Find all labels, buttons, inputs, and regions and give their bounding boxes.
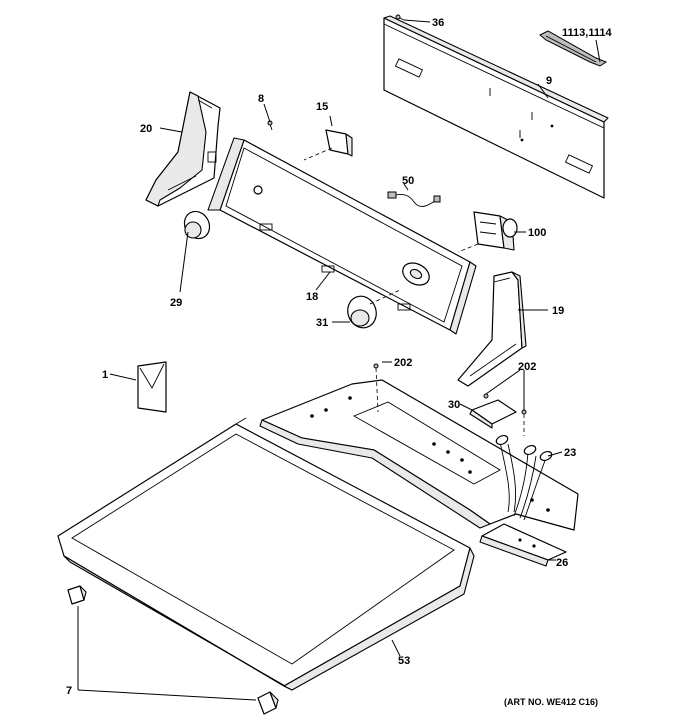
rear-panel [383,15,609,199]
knob-31 [347,289,401,329]
timer-100 [457,211,518,253]
callout-1113-1114: 1113,1114 [562,27,612,39]
leader-lines [77,19,601,701]
foot-7-rear [257,691,279,715]
callout-36: 36 [432,17,444,29]
callout-7: 7 [66,685,72,697]
control-panel [207,137,477,335]
callout-15: 15 [316,101,328,113]
bracket-26 [479,523,567,567]
harness-50 [387,191,441,207]
bracket-1113 [539,30,608,67]
callout-202-b: 202 [518,361,536,373]
callout-19: 19 [552,305,564,317]
foot-7-front [67,585,87,605]
callout-50: 50 [402,175,414,187]
switch-15 [303,129,353,161]
callout-20: 20 [140,123,152,135]
screw-36 [395,14,405,21]
callout-202-a: 202 [394,357,412,369]
callout-9: 9 [546,75,552,87]
literature-packet [137,361,167,413]
callout-23: 23 [564,447,576,459]
callout-53: 53 [398,655,410,667]
bracket-30 [469,399,517,429]
main-top [57,417,475,691]
console-support [259,379,579,531]
harness-23 [495,434,553,521]
endcap-left [145,91,221,207]
callout-30: 30 [448,399,460,411]
callout-29: 29 [170,297,182,309]
callout-100: 100 [528,227,546,239]
art-number: (ART NO. WE412 C16) [504,697,598,707]
callout-8: 8 [258,93,264,105]
endcap-right [457,271,527,387]
screw-8 [267,120,273,131]
callout-labels: 36 1113,1114 9 8 15 20 50 100 29 18 19 3… [66,17,612,707]
callout-1: 1 [102,369,108,381]
callout-26: 26 [556,557,568,569]
knob-29 [183,210,211,240]
callout-18: 18 [306,291,318,303]
callout-31: 31 [316,317,328,329]
